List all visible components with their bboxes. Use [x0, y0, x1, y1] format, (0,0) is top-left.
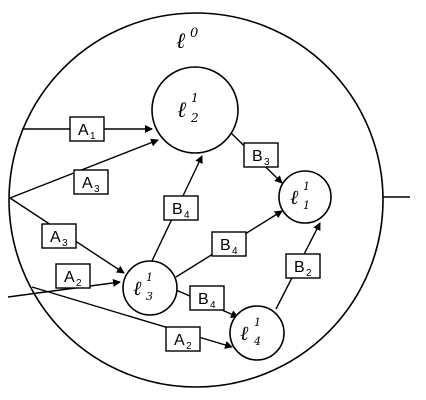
label-a2-lower-sub: 2 — [186, 341, 192, 352]
node-l2-sub: 2 — [190, 111, 199, 125]
label-b3-letter: B — [252, 148, 263, 165]
node-l3-circle — [122, 260, 178, 316]
label-a2-upper-sub: 2 — [76, 278, 82, 289]
label-b3-box — [243, 142, 279, 168]
label-a3-upper-box — [73, 169, 109, 195]
node-l3-sup: 1 — [146, 271, 153, 284]
label-a3-lower: A 3 — [41, 223, 77, 249]
node-l4-circle — [229, 305, 285, 361]
label-b2-box — [285, 253, 321, 279]
label-b2: B 2 — [285, 253, 321, 279]
outer-boundary — [8, 12, 384, 388]
node-l4-sup: 1 — [254, 316, 261, 329]
node-l1-symbol: ℓ — [290, 185, 299, 209]
edge-a3-to-l2 — [9, 138, 159, 199]
label-a1-sub: 1 — [90, 131, 96, 142]
label-b3: B 3 — [243, 142, 279, 168]
node-l3-sub: 3 — [146, 290, 153, 303]
label-a1-letter: A — [78, 122, 89, 139]
label-b4-middle-letter: B — [220, 237, 231, 254]
label-a2-upper-box — [55, 263, 91, 289]
label-a2-upper-letter: A — [64, 269, 75, 286]
label-b4-upper: B 4 — [163, 195, 199, 221]
label-b4-middle-box — [211, 231, 247, 257]
label-b4-middle: B 4 — [211, 231, 247, 257]
outer-label-symbol: ℓ — [176, 29, 186, 54]
outer-label: ℓ 0 — [176, 26, 198, 54]
node-l1-sup: 1 — [303, 180, 310, 193]
node-l1: ℓ 1 1 — [278, 170, 332, 224]
label-b4-lower-letter: B — [198, 291, 209, 308]
node-l4-symbol: ℓ — [240, 321, 249, 345]
edge-a2-to-l3 — [7, 278, 121, 298]
label-b4-lower: B 4 — [189, 285, 225, 311]
label-a3-upper: A 3 — [73, 169, 109, 195]
node-l1-circle — [278, 170, 332, 224]
label-a2-lower-box — [165, 326, 201, 352]
label-b4-upper-letter: B — [172, 201, 183, 218]
node-l3: ℓ 1 3 — [122, 260, 178, 316]
label-b2-letter: B — [294, 259, 305, 276]
label-a3-lower-letter: A — [50, 229, 61, 246]
node-l2-symbol: ℓ — [177, 98, 187, 123]
label-a3-upper-letter: A — [82, 175, 93, 192]
node-l2-circle — [151, 66, 239, 154]
label-a3-upper-sub: 3 — [94, 184, 100, 195]
label-b2-sub: 2 — [306, 268, 312, 279]
label-a2-lower: A 2 — [165, 326, 201, 352]
label-a2-lower-letter: A — [174, 332, 185, 349]
outer-label-sup: 0 — [190, 26, 198, 41]
label-b3-sub: 3 — [264, 157, 270, 168]
node-l2-sup: 1 — [191, 91, 199, 105]
label-a1: A 1 — [69, 116, 105, 142]
label-b4-lower-box — [189, 285, 225, 311]
label-b4-upper-box — [163, 195, 199, 221]
node-l2: ℓ 1 2 — [151, 66, 239, 154]
label-b4-middle-sub: 4 — [232, 246, 238, 257]
label-a3-lower-sub: 3 — [62, 238, 68, 249]
node-l1-sub: 1 — [303, 199, 310, 212]
label-b4-lower-sub: 4 — [210, 300, 216, 311]
node-l3-symbol: ℓ — [133, 276, 142, 300]
node-l4-sub: 4 — [253, 335, 261, 348]
label-a2-upper: A 2 — [55, 263, 91, 289]
label-a1-box — [69, 116, 105, 142]
label-b4-upper-sub: 4 — [184, 210, 190, 221]
label-a3-lower-box — [41, 223, 77, 249]
node-l4: ℓ 1 4 — [229, 305, 285, 361]
